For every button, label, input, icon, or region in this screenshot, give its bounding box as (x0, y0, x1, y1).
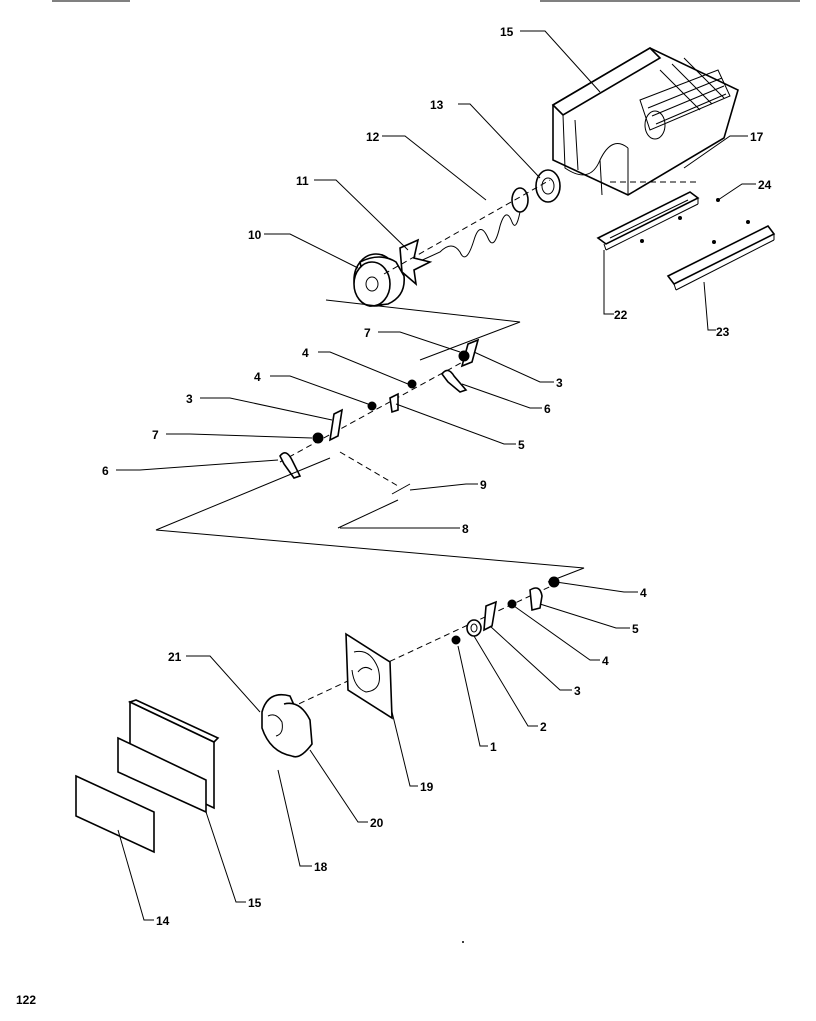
part-bin-rail (596, 191, 720, 251)
callout-7-upper: 7 (364, 326, 371, 340)
callout-20: 20 (370, 816, 384, 830)
callout-10: 10 (248, 228, 262, 242)
part-lower-rail (666, 220, 776, 291)
callout-11: 11 (296, 174, 309, 188)
part-label-plate (75, 774, 155, 854)
callout-6-b: 6 (102, 464, 109, 478)
callout-15-upper: 15 (500, 25, 514, 39)
part-auger-spring (417, 211, 521, 263)
callout-15-lower: 15 (248, 896, 262, 910)
callout-24: 24 (758, 178, 772, 192)
callout-13: 13 (430, 98, 444, 112)
middle-shaft (279, 357, 471, 463)
callout-22: 22 (614, 308, 628, 322)
part-drive-motor (261, 693, 313, 758)
callout-4-b: 4 (254, 370, 261, 384)
callout-6-a: 6 (544, 402, 551, 416)
part-cam-arm-upper (440, 369, 468, 393)
leader-lines (116, 30, 756, 921)
callout-1: 1 (490, 740, 497, 754)
callout-4-c: 4 (640, 586, 647, 600)
callout-12: 12 (366, 130, 380, 144)
part-clip-5-lower (529, 587, 543, 612)
part-cam-arm-lower (279, 452, 302, 479)
callout-7-lower: 7 (152, 428, 159, 442)
lower-shaft (289, 581, 561, 709)
callout-21: 21 (168, 650, 182, 664)
callout-18: 18 (314, 860, 328, 874)
callout-3-c: 3 (574, 684, 581, 698)
callout-3-b: 3 (186, 392, 193, 406)
callout-14: 14 (156, 914, 170, 928)
part-ice-bin (551, 46, 739, 196)
callout-9: 9 (480, 478, 487, 492)
page-number: 122 (16, 993, 36, 1007)
part-bracket-3-bottom (483, 600, 498, 632)
part-motor-plate (345, 632, 393, 720)
callout-19: 19 (420, 780, 434, 794)
part-agitator (399, 238, 433, 286)
callout-5-b: 5 (632, 622, 639, 636)
callout-labels: 15 13 12 17 11 24 10 22 7 23 4 3 4 3 6 7… (102, 25, 772, 928)
callout-4-a: 4 (302, 346, 309, 360)
callout-23: 23 (716, 325, 730, 339)
part-bushing-2 (466, 619, 482, 637)
callout-3-a: 3 (556, 376, 563, 390)
part-pin-8 (337, 499, 399, 529)
callout-4-d: 4 (602, 654, 609, 668)
part-spring-9 (339, 451, 411, 495)
callout-8: 8 (462, 522, 469, 536)
part-front-cover (117, 699, 220, 814)
part-auger-drum (353, 253, 405, 307)
callout-5-a: 5 (518, 438, 525, 452)
part-clip-5-mid (389, 392, 399, 414)
part-bearing-cup (511, 169, 561, 213)
part-bracket-3-lower (328, 408, 344, 442)
callout-17: 17 (750, 130, 764, 144)
callout-2: 2 (540, 720, 547, 734)
